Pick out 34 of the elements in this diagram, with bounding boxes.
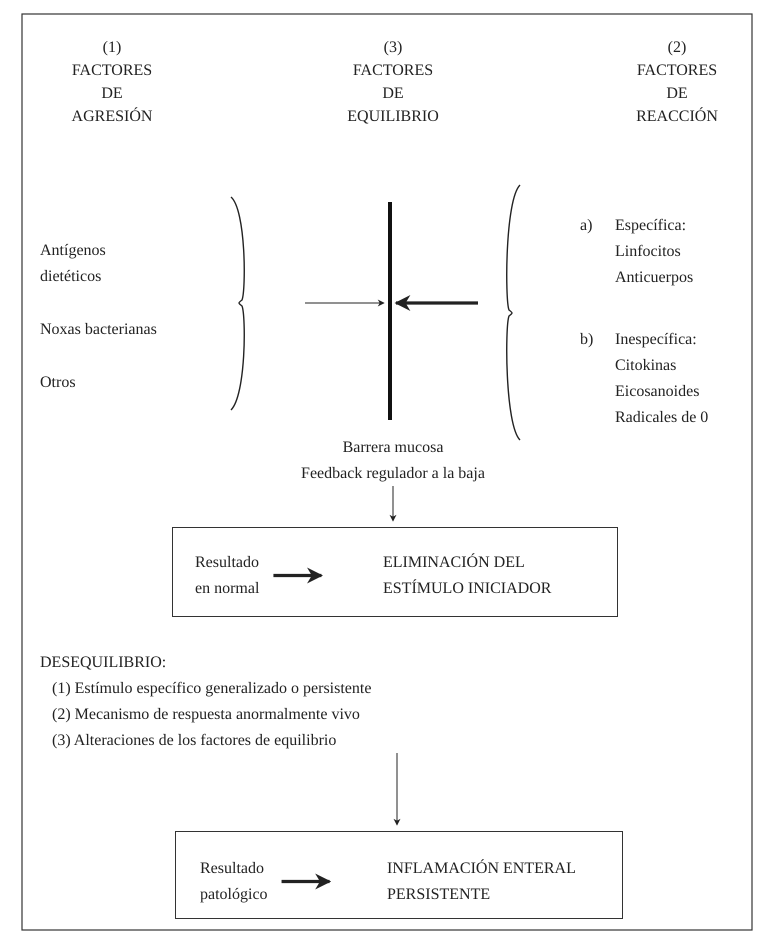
list-heading: Inespecífica: <box>615 330 697 350</box>
result-text: INFLAMACIÓN ENTERAL PERSISTENTE <box>387 860 576 903</box>
item-marker: a) <box>580 216 592 236</box>
arrow <box>390 486 396 522</box>
arrow <box>394 295 478 311</box>
list-item: Anticuerpos <box>615 268 694 288</box>
node-text: Barrera mucosa <box>342 439 444 456</box>
list-item: Antígenos dietéticos <box>40 241 107 287</box>
list-item: Otros <box>40 373 76 393</box>
list-item: (3) Alteraciones de los factores de equilibrio <box>52 732 336 749</box>
list-item: Linfocitos <box>615 242 681 262</box>
arrow <box>304 300 385 306</box>
list-item: Citokinas <box>615 356 676 376</box>
barrier-bar <box>388 202 392 420</box>
column-heading: (3) FACTORES DE EQUILIBRIO <box>347 38 439 127</box>
node-text: Feedback regulador a la baja <box>301 465 485 482</box>
list-item: Eicosanoides <box>615 382 700 402</box>
column-heading: (1) FACTORES DE AGRESIÓN <box>72 38 152 127</box>
result-label: Resultado en normal <box>195 554 260 597</box>
section-heading: DESEQUILIBRIO: <box>40 654 166 671</box>
result-text: ELIMINACIÓN DEL ESTÍMULO INICIADOR <box>383 554 552 597</box>
list-item: (2) Mecanismo de respuesta anormalmente vivo <box>52 706 360 723</box>
arrow <box>273 568 324 584</box>
list-heading: Específica: <box>615 216 686 236</box>
result-box <box>172 527 618 617</box>
arrow <box>282 874 332 890</box>
arrow <box>394 752 400 826</box>
result-label: Resultado patológico <box>200 860 268 903</box>
column-heading: (2) FACTORES DE REACCIÓN <box>636 38 718 127</box>
result-box <box>175 831 623 919</box>
list-item: Noxas bacterianas <box>40 320 157 340</box>
list-item: (1) Estímulo específico generalizado o persistente <box>52 680 372 697</box>
list-item: Radicales de 0 <box>615 408 708 428</box>
item-marker: b) <box>580 330 594 350</box>
